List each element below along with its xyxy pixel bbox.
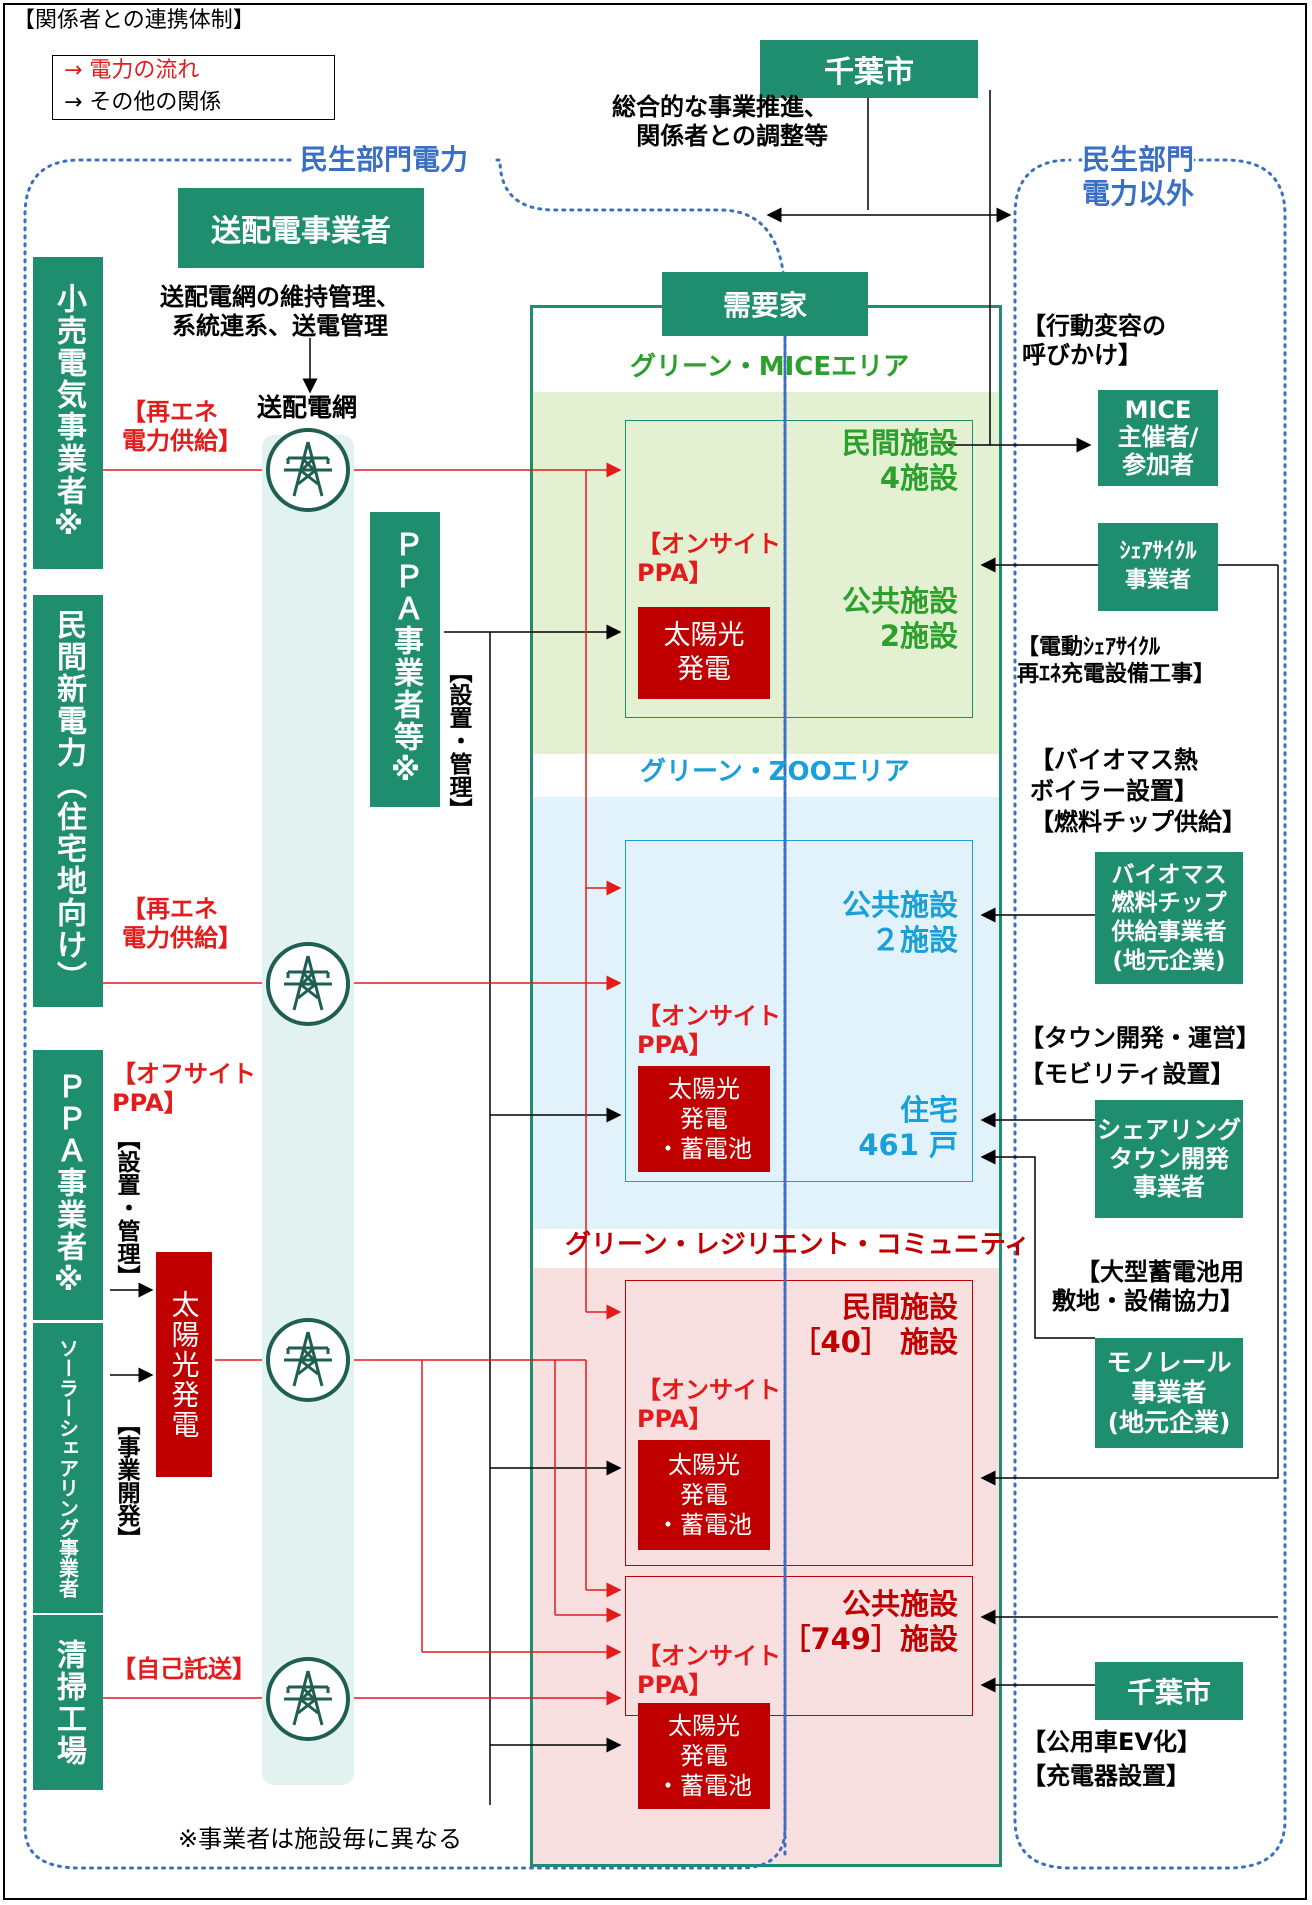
offsite-ppa-label: 【オフサイト PPA】 [112, 1060, 256, 1118]
zoo-area-title: グリーン・ZOOエリア [640, 757, 910, 787]
resilient-onsite-ppa-label: 【オンサイト PPA】 [637, 1376, 781, 1434]
transmission-tower-icon [266, 1318, 350, 1402]
grid-operator-role: 送配電網の維持管理、 系統連系、送電管理 [160, 283, 400, 341]
mice-facilities-box [625, 420, 973, 718]
footnote: ※事業者は施設毎に異なる [178, 1825, 463, 1853]
zoo-housing: 住宅 461 戸 [858, 1093, 958, 1163]
legend-box [52, 55, 335, 120]
retailer-box: 小売電気事業者※ [33, 257, 103, 569]
re-supply-label-1: 【再エネ 電力供給】 [122, 398, 242, 456]
town-dev-label: 【タウン開発・運営】 【モビリティ設置】 [1020, 1024, 1260, 1088]
transmission-tower-icon [266, 942, 350, 1026]
mice-onsite-ppa-label: 【オンサイト PPA】 [637, 530, 781, 588]
resilient-area-title: グリーン・レジリエント・コミュニティ [565, 1230, 1031, 1260]
transmission-tower-icon [266, 1657, 350, 1741]
resilient-private-box [625, 1280, 973, 1566]
mice-solar-box: 太陽光 発電 [638, 607, 770, 699]
section-minsei-other: 民生部門 電力以外 [1082, 143, 1195, 212]
ev-label: 【公用車EV化】 【充電器設置】 [1022, 1728, 1201, 1790]
diagram-title: 【関係者との連携体制】 [13, 8, 255, 33]
ppa-onsite-operator-box: ＰＰＡ事業者等※ [370, 512, 440, 807]
resilient-public-solar-box: 太陽光 発電 ・蓄電池 [638, 1703, 770, 1809]
self-wheeling-label: 【自己託送】 [112, 1655, 256, 1683]
re-supply-label-2: 【再エネ 電力供給】 [122, 895, 242, 953]
offsite-solar-box: 太陽光発電 [156, 1252, 212, 1477]
section-minsei-power: 民生部門電力 [296, 143, 473, 178]
mice-private-facilities: 民間施設 4施設 [841, 426, 958, 496]
legend-other-relation: → その他の関係 [64, 90, 222, 115]
behavior-change-label: 【行動変容の 呼びかけ】 [1022, 312, 1166, 370]
install-mgmt-label-offsite: 【設置・管理】 [113, 1127, 140, 1288]
monorail-operator-box: モノレール 事業者 (地元企業) [1095, 1338, 1243, 1448]
ppa-offsite-operator-box: ＰＰＡ事業者※ [33, 1050, 103, 1320]
zoo-onsite-ppa-label: 【オンサイト PPA】 [637, 1002, 781, 1060]
battery-cooperation-label: 【大型蓄電池用 敷地・設備協力】 [1052, 1258, 1244, 1316]
share-cycle-operator-box: ｼｪｱｻｲｸﾙ 事業者 [1098, 523, 1218, 611]
sharing-town-developer-box: シェアリング タウン開発 事業者 [1095, 1100, 1243, 1218]
resilient-private-facilities: 民間施設 ［40］ 施設 [791, 1290, 958, 1360]
biomass-label: 【バイオマス熱 ボイラー設置】 【燃料チップ供給】 [1030, 746, 1246, 837]
resilient-private-solar-box: 太陽光 発電 ・蓄電池 [638, 1440, 770, 1550]
grid-network-bar [262, 435, 354, 1785]
legend-power-flow: → 電力の流れ [64, 58, 200, 83]
grid-operator-box: 送配電事業者 [178, 188, 424, 268]
new-power-box: 民間新電力（住宅地向け） [33, 595, 103, 1007]
resilient-public-box [625, 1576, 973, 1716]
chiba-role-label: 総合的な事業推進、 関係者との調整等 [612, 93, 828, 151]
business-dev-label: 【事業開発】 [113, 1412, 140, 1550]
outer-frame [3, 3, 1307, 1900]
mice-participants-box: MICE 主催者/ 参加者 [1098, 390, 1218, 486]
transmission-tower-icon [266, 428, 350, 512]
chiba-city-bottom-box: 千葉市 [1095, 1662, 1243, 1720]
biomass-supplier-box: バイオマス 燃料チップ 供給事業者 (地元企業) [1095, 852, 1243, 984]
resilient-public-onsite-ppa-label: 【オンサイト PPA】 [637, 1642, 781, 1700]
zoo-facilities-box [625, 840, 973, 1182]
mice-public-facilities: 公共施設 2施設 [841, 584, 958, 654]
zoo-solar-battery-box: 太陽光 発電 ・蓄電池 [638, 1066, 770, 1172]
zoo-public-facilities: 公共施設 ２施設 [841, 888, 958, 958]
chiba-city-top-box: 千葉市 [760, 40, 978, 98]
grid-network-label: 送配電網 [257, 393, 358, 422]
minsei-power-outline [23, 158, 787, 1870]
demand-title-box: 需要家 [662, 272, 868, 336]
solar-sharing-box: ソーラーシェアリング事業者 [33, 1323, 103, 1613]
install-mgmt-label-onsite: 【設置・管理】 [445, 660, 472, 821]
incinerator-box: 清掃工場 [33, 1615, 103, 1790]
mice-area-title: グリーン・MICEエリア [630, 352, 910, 382]
resilient-public-facilities: 公共施設 ［749］施設 [781, 1587, 958, 1657]
share-cycle-label: 【電動ｼｪｱｻｲｸﾙ 再ｴﾈ充電設備工事】 [1017, 635, 1216, 687]
minsei-other-outline [1013, 158, 1287, 1870]
